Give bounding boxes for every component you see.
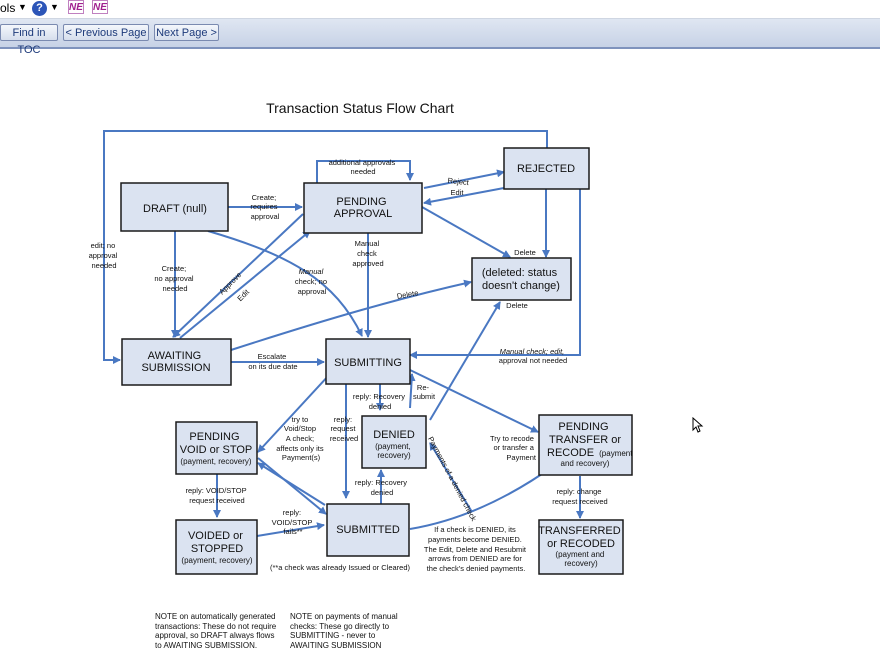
label-edit-no-approval: edit; no approval needed bbox=[89, 241, 120, 270]
label-resubmit: Re- submit bbox=[413, 383, 436, 401]
mouse-cursor-icon bbox=[692, 417, 704, 433]
tools-dropdown-icon[interactable]: ▼ bbox=[18, 2, 27, 12]
arrow-denied-resubmit bbox=[407, 373, 416, 409]
node-transferred-label: TRANSFERRED or RECODED bbox=[538, 525, 624, 550]
node-awaiting-submission bbox=[121, 338, 232, 386]
ne-icon[interactable]: NE bbox=[68, 0, 84, 14]
node-pending-void bbox=[175, 421, 258, 475]
arrow-voided-to-submitted bbox=[256, 522, 325, 537]
label-manual-check-no-approval: Manual check; no approval bbox=[295, 267, 329, 296]
node-denied bbox=[361, 415, 427, 469]
node-voided-sub: (payment, recovery) bbox=[181, 556, 252, 565]
arrow-additional-approvals bbox=[316, 160, 414, 183]
arrow-pending-edit-awaiting bbox=[172, 213, 304, 338]
node-draft bbox=[120, 182, 229, 232]
arrow-submitting-to-pending-void bbox=[257, 373, 331, 453]
node-transferred bbox=[538, 519, 624, 575]
node-submitting-label: SUBMITTING bbox=[334, 357, 402, 369]
label-reply-void-received: reply: VOID/STOP request received bbox=[185, 486, 248, 505]
label-create-requires-approval: Create; requires approval bbox=[250, 193, 279, 221]
arrow-submitted-to-pending-void bbox=[257, 462, 326, 506]
arrow-submitted-denied-check bbox=[429, 442, 473, 513]
help-icon[interactable]: ? bbox=[32, 1, 47, 16]
diagram-title: Transaction Status Flow Chart bbox=[266, 100, 454, 116]
navigation-bar: Find in TOC < Previous Page Next Page > bbox=[0, 19, 880, 56]
ne-icon[interactable]: NE bbox=[92, 0, 108, 14]
label-try-void: try to Void/Stop A check; affects only i… bbox=[276, 415, 325, 462]
label-try-recode: Try to recode or transfer a Payment bbox=[490, 434, 537, 462]
next-page-button[interactable]: Next Page > bbox=[154, 24, 219, 41]
node-deleted-label: (deleted: status doesn't change) bbox=[482, 267, 560, 292]
node-voided bbox=[175, 519, 258, 575]
node-rejected-label: REJECTED bbox=[517, 163, 575, 175]
label-reply-request-received: reply: request received bbox=[330, 415, 358, 443]
label-create-no-approval: Create; no approval needed bbox=[154, 264, 195, 293]
node-voided-label: VOIDED or STOPPED bbox=[188, 530, 246, 555]
arrow-denied-to-deleted bbox=[429, 301, 501, 421]
node-pending-approval bbox=[303, 182, 423, 234]
label-payments-of-denied-check: Payments of a denied check bbox=[426, 435, 478, 523]
find-in-toc-button[interactable]: Find in TOC bbox=[0, 24, 58, 56]
node-submitted bbox=[326, 503, 410, 557]
arrow-pending-to-deleted bbox=[421, 206, 511, 258]
arrow-pending-to-rejected bbox=[423, 169, 505, 189]
label-reply-recovery-denied-2: reply: Recovery denied bbox=[355, 478, 409, 497]
node-submitting bbox=[325, 338, 411, 385]
label-reject: Reject bbox=[447, 176, 470, 187]
label-reply-void-fails: reply: VOID/STOP fails** bbox=[272, 508, 315, 536]
label-delete-mid: Delete bbox=[396, 288, 419, 301]
label-delete-top: Delete bbox=[514, 248, 536, 257]
note-manual-checks: NOTE on payments of manual checks: These… bbox=[290, 612, 398, 650]
arrow-pending-void-to-submitted bbox=[257, 457, 327, 515]
arrow-submitted-to-pending-transfer bbox=[409, 464, 556, 530]
label-additional-approvals: additional approvals needed bbox=[329, 158, 398, 176]
label-manual-check-edit: Manual check; edit, approval not needed bbox=[499, 347, 567, 365]
node-deleted bbox=[471, 257, 572, 301]
previous-page-button[interactable]: < Previous Page bbox=[63, 24, 149, 41]
tools-menu[interactable]: ols bbox=[0, 1, 16, 15]
node-draft-label: DRAFT (null) bbox=[143, 203, 207, 215]
label-delete-bottom: Delete bbox=[506, 301, 528, 310]
arrow-awaiting-approve bbox=[179, 230, 311, 339]
node-pending-transfer bbox=[538, 414, 633, 476]
node-rejected bbox=[503, 147, 590, 190]
arrow-rejected-to-awaiting-loop bbox=[103, 130, 548, 364]
label-reply-recovery-denied-1: reply: Recovery denied bbox=[353, 392, 407, 411]
label-escalate: Escalate on its due date bbox=[248, 352, 297, 371]
connectors bbox=[103, 130, 584, 537]
node-transferred-sub: (payment and recovery) bbox=[555, 550, 606, 568]
arrow-draft-to-submitting bbox=[207, 230, 363, 337]
node-pending-transfer-sub: and recovery) bbox=[561, 459, 610, 468]
arrow-rejected-to-submitting bbox=[409, 189, 581, 359]
node-denied-label: DENIED bbox=[373, 429, 415, 441]
note-auto-generated: NOTE on automatically generated transact… bbox=[155, 612, 277, 650]
arrow-submitting-to-pending-transfer bbox=[409, 369, 539, 433]
node-awaiting-submission-label: AWAITING SUBMISSION bbox=[141, 350, 210, 374]
node-submitted-label: SUBMITTED bbox=[336, 524, 400, 536]
node-denied-sub: (payment, recovery) bbox=[375, 442, 413, 460]
node-pending-void-sub: (payment, recovery) bbox=[180, 457, 251, 466]
label-reply-change-received: reply: change request received bbox=[552, 487, 607, 506]
arrow-awaiting-to-deleted bbox=[230, 279, 472, 351]
label-denied-note: If a check is DENIED, its payments becom… bbox=[424, 525, 528, 573]
node-pending-transfer-recode: RECODE (payment bbox=[547, 447, 633, 459]
arrow-rejected-to-pending bbox=[423, 187, 505, 206]
label-already-issued: (**a check was already Issued or Cleared… bbox=[270, 563, 411, 572]
label-manual-check-approved: Manual check approved bbox=[352, 239, 383, 268]
label-edit-rejected: Edit bbox=[451, 188, 465, 197]
node-pending-void-label: PENDING VOID or STOP bbox=[180, 431, 253, 456]
top-toolbar: ols ▼ ? ▼ NE NE bbox=[0, 0, 880, 19]
node-pending-approval-label: PENDING APPROVAL bbox=[334, 196, 393, 220]
node-pending-transfer-label: PENDING TRANSFER or bbox=[549, 421, 621, 446]
help-dropdown-icon[interactable]: ▼ bbox=[50, 2, 59, 12]
